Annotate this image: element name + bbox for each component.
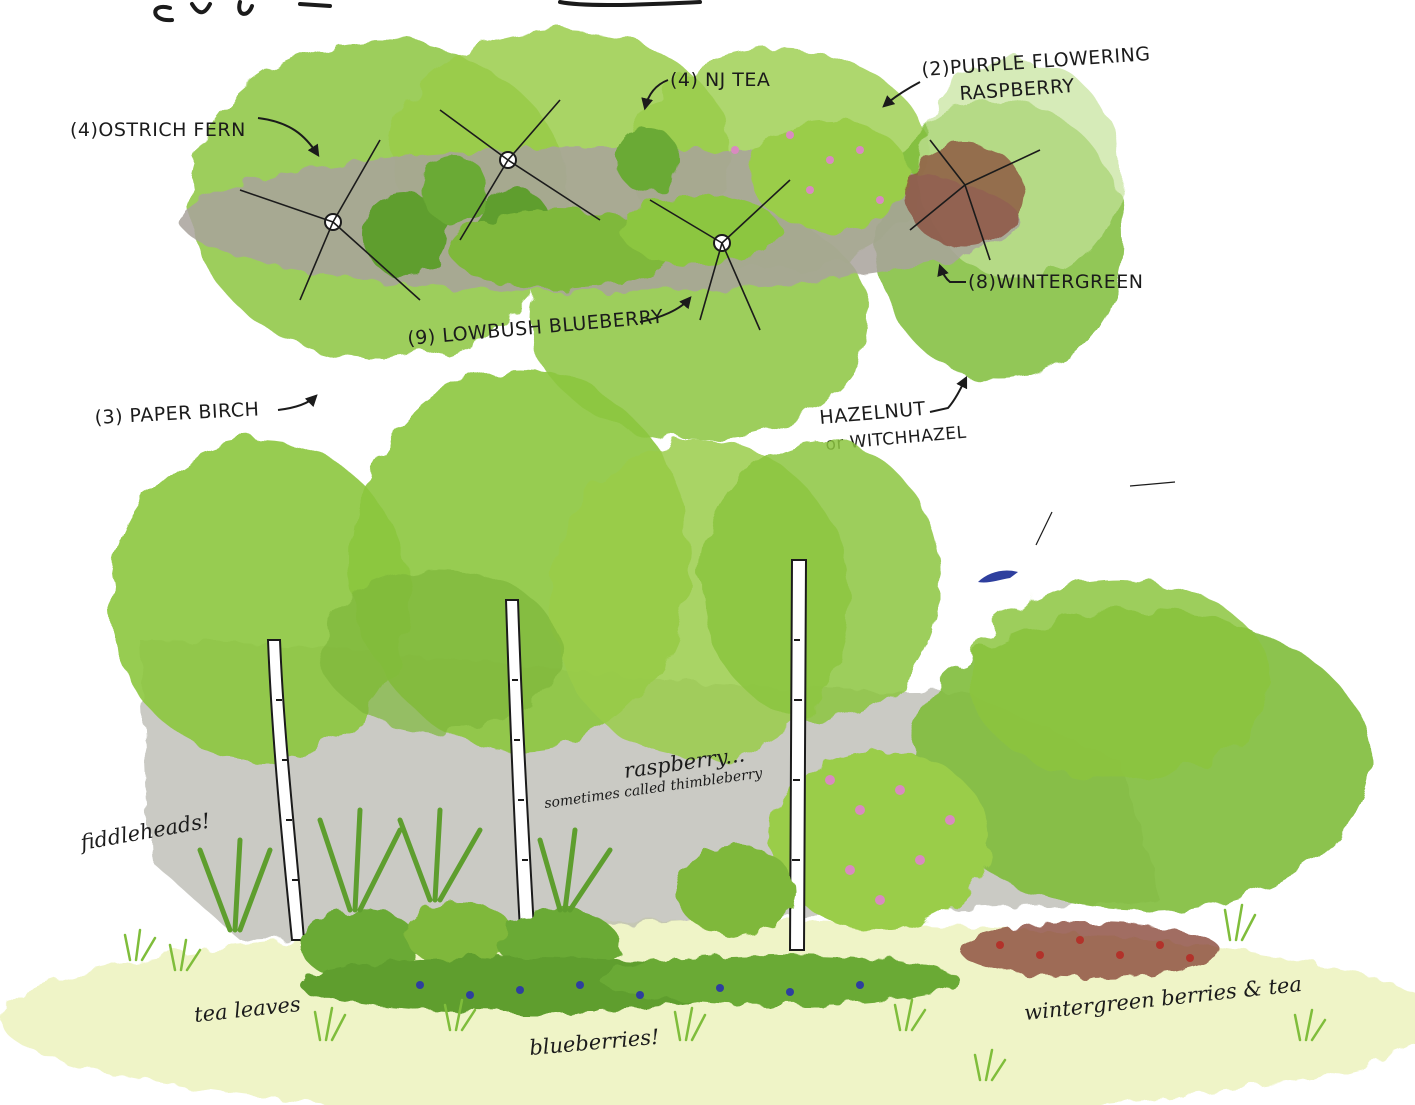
birch-canopies bbox=[110, 370, 940, 760]
label-paper-birch: (3) PAPER BIRCH bbox=[94, 398, 260, 429]
label-ostrich-fern: (4)OSTRICH FERN bbox=[70, 119, 246, 141]
label-nj-tea: (4) NJ TEA bbox=[670, 69, 770, 91]
bluebird-icon bbox=[978, 482, 1175, 583]
label-hazelnut: HAZELNUT bbox=[819, 398, 927, 429]
label-wintergreen: (8)WINTERGREEN bbox=[968, 271, 1143, 293]
wintergreen-bed bbox=[960, 922, 1220, 978]
title-fragment bbox=[155, 2, 700, 20]
